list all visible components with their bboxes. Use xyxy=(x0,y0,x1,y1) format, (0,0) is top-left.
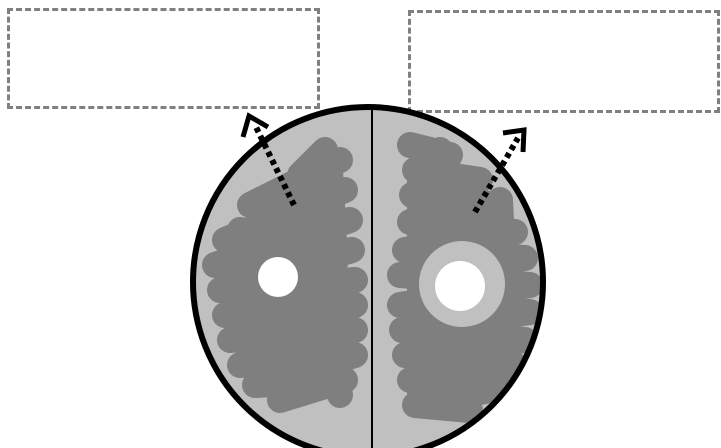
left-clear-zone xyxy=(258,257,298,297)
right-clear-zone xyxy=(435,261,485,311)
